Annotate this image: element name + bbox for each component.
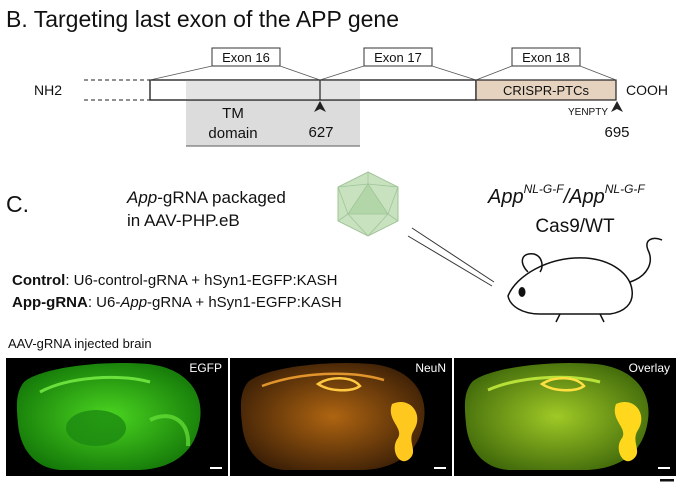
egfp-label: EGFP: [189, 361, 222, 375]
yenpty-label: YENPTY: [568, 107, 608, 118]
control-description: Control: U6-control-gRNA + hSyn1-EGFP:KA…: [12, 272, 338, 289]
injection-line: [407, 235, 493, 287]
aav-caption-line2: in AAV-PHP.eB: [127, 211, 240, 230]
aav-capsid-icon: [337, 171, 399, 237]
tm-region-on-bar: [186, 80, 360, 100]
brain-section-title: AAV-gRNA injected brain: [8, 336, 152, 351]
mouse-eye: [518, 287, 526, 297]
overlay-image: Overlay: [454, 358, 676, 476]
cooh-label: COOH: [626, 82, 668, 98]
mouse-icon: [507, 237, 663, 323]
tm-label-line1: TM: [222, 105, 244, 122]
overlay-label: Overlay: [629, 361, 670, 375]
neun-image: NeuN: [230, 358, 452, 476]
scale-bar: [660, 479, 674, 482]
arrow-up-icon: [314, 101, 326, 112]
position-627: 627: [308, 124, 333, 141]
exon16-label: Exon 16: [222, 50, 270, 65]
panel-b-title: B. Targeting last exon of the APP gene: [6, 6, 399, 32]
genotype-label: AppNL-G-F/AppNL-G-F: [487, 182, 645, 208]
nh2-label: NH2: [34, 82, 62, 98]
injection-line: [411, 227, 495, 283]
exon17-box: [363, 47, 433, 67]
genotype-cas9: Cas9/WT: [535, 216, 615, 237]
position-695: 695: [604, 124, 629, 141]
exon17-label: Exon 17: [374, 50, 422, 65]
neun-label: NeuN: [415, 361, 446, 375]
tm-label-line2: domain: [208, 125, 257, 142]
crispr-label: CRISPR-PTCs: [503, 83, 589, 98]
crispr-ptc-region: [475, 79, 617, 101]
exon18-box: [511, 47, 581, 67]
exon16-box: [211, 47, 281, 67]
panel-c-label: C.: [6, 191, 29, 217]
arrow-up-icon: [611, 101, 623, 112]
aav-caption-line1: App-gRNA packaged: [126, 188, 286, 207]
exon18-label: Exon 18: [522, 50, 570, 65]
app-grna-description: App-gRNA: U6-App-gRNA + hSyn1-EGFP:KASH: [12, 294, 342, 311]
egfp-image: EGFP: [6, 358, 228, 476]
